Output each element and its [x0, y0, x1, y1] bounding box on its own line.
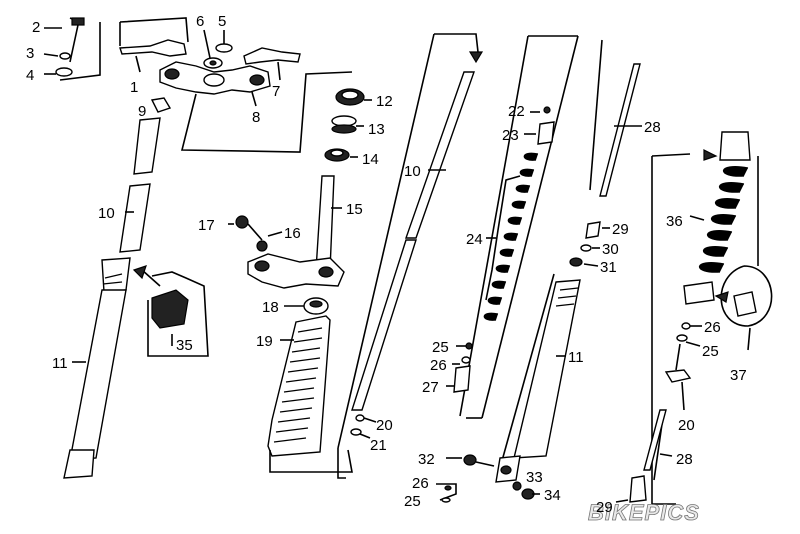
callout-30: 30: [602, 241, 619, 258]
callout-18: 18: [262, 299, 279, 316]
callout-25-center: 25: [432, 339, 449, 356]
callout-35: 35: [176, 337, 193, 354]
callout-12: 12: [376, 93, 393, 110]
lower-yoke-16-17: [228, 215, 345, 289]
fork-tube-left-parts: [63, 97, 172, 479]
clamp-bolt-assembly: [43, 17, 101, 81]
callout-13: 13: [368, 121, 385, 138]
callout-15: 15: [346, 201, 363, 218]
fork-boot-18-19: [267, 297, 353, 473]
callout-29-bottom: 29: [596, 499, 613, 516]
callout-25-bottom: 25: [404, 493, 421, 510]
callout-11-left: 11: [52, 355, 68, 372]
damper-panel: [446, 35, 579, 419]
callout-28-top: 28: [644, 119, 661, 136]
callout-26-bottom: 26: [412, 475, 429, 492]
callout-7: 7: [272, 83, 280, 100]
steering-stem-15: [315, 175, 342, 271]
washers-5-6: [203, 29, 233, 69]
callout-19: 19: [256, 333, 273, 350]
callout-20-right: 20: [678, 417, 695, 434]
callout-8: 8: [252, 109, 260, 126]
callout-17: 17: [198, 217, 215, 234]
callout-25-right: 25: [702, 343, 719, 360]
callout-10-left: 10: [98, 205, 115, 222]
callout-11-right: 11: [568, 349, 584, 366]
inner-tube-panel: [337, 33, 484, 479]
callout-24: 24: [466, 231, 483, 248]
bearing-12-13-14: [324, 88, 372, 162]
dust-seal-35-box: [132, 265, 209, 357]
callout-5: 5: [218, 13, 226, 30]
callout-37: 37: [730, 367, 747, 384]
callout-22: 22: [508, 103, 525, 120]
callout-27: 27: [422, 379, 439, 396]
callout-16: 16: [284, 225, 301, 242]
top-yoke: [159, 61, 353, 153]
callout-3: 3: [26, 45, 34, 62]
callout-1: 1: [130, 79, 138, 96]
callout-10-center: 10: [404, 163, 421, 180]
callout-4: 4: [26, 67, 34, 84]
callout-26-center: 26: [430, 357, 447, 374]
callout-6: 6: [196, 13, 204, 30]
callout-23: 23: [502, 127, 519, 144]
right-slider-panel: [436, 39, 642, 503]
callout-21: 21: [370, 437, 387, 454]
callout-34: 34: [544, 487, 561, 504]
callout-28-bottom: 28: [676, 451, 693, 468]
callout-9: 9: [138, 103, 146, 120]
callout-33: 33: [526, 469, 543, 486]
callout-36: 36: [666, 213, 683, 230]
callout-20-center: 20: [376, 417, 393, 434]
spring-panel: [615, 131, 773, 505]
handlebar-clamp-left: [119, 17, 189, 73]
callout-2: 2: [32, 19, 40, 36]
callout-31: 31: [600, 259, 617, 276]
callout-14: 14: [362, 151, 379, 168]
callout-29-top: 29: [612, 221, 629, 238]
handlebar-clamp-right: [243, 47, 301, 81]
callout-32: 32: [418, 451, 435, 468]
watermark: BIKEPICS: [588, 500, 700, 525]
callout-26-right: 26: [704, 319, 721, 336]
